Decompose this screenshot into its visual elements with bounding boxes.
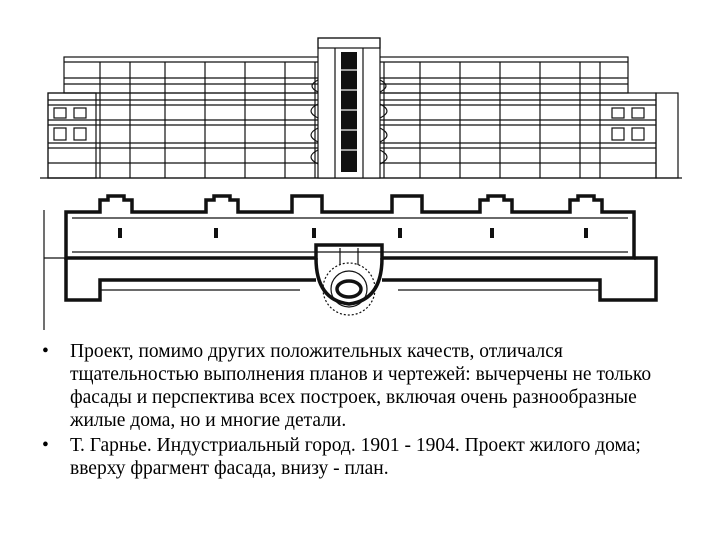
- bullet-text: Т. Гарнье. Индустриальный город. 1901 - …: [70, 435, 641, 479]
- bullet-item-description: • Проект, помимо других положительных ка…: [40, 340, 680, 432]
- facade-elevation: [40, 37, 682, 179]
- floor-plan: [43, 194, 658, 330]
- bullet-text: Проект, помимо других положительных каче…: [70, 341, 652, 431]
- architectural-drawing: [40, 37, 682, 330]
- bullet-list: • Проект, помимо других положительных ка…: [40, 340, 680, 482]
- bullet-marker: •: [42, 435, 49, 456]
- bullet-item-caption: • Т. Гарнье. Индустриальный город. 1901 …: [40, 434, 680, 480]
- bullet-marker: •: [42, 341, 49, 362]
